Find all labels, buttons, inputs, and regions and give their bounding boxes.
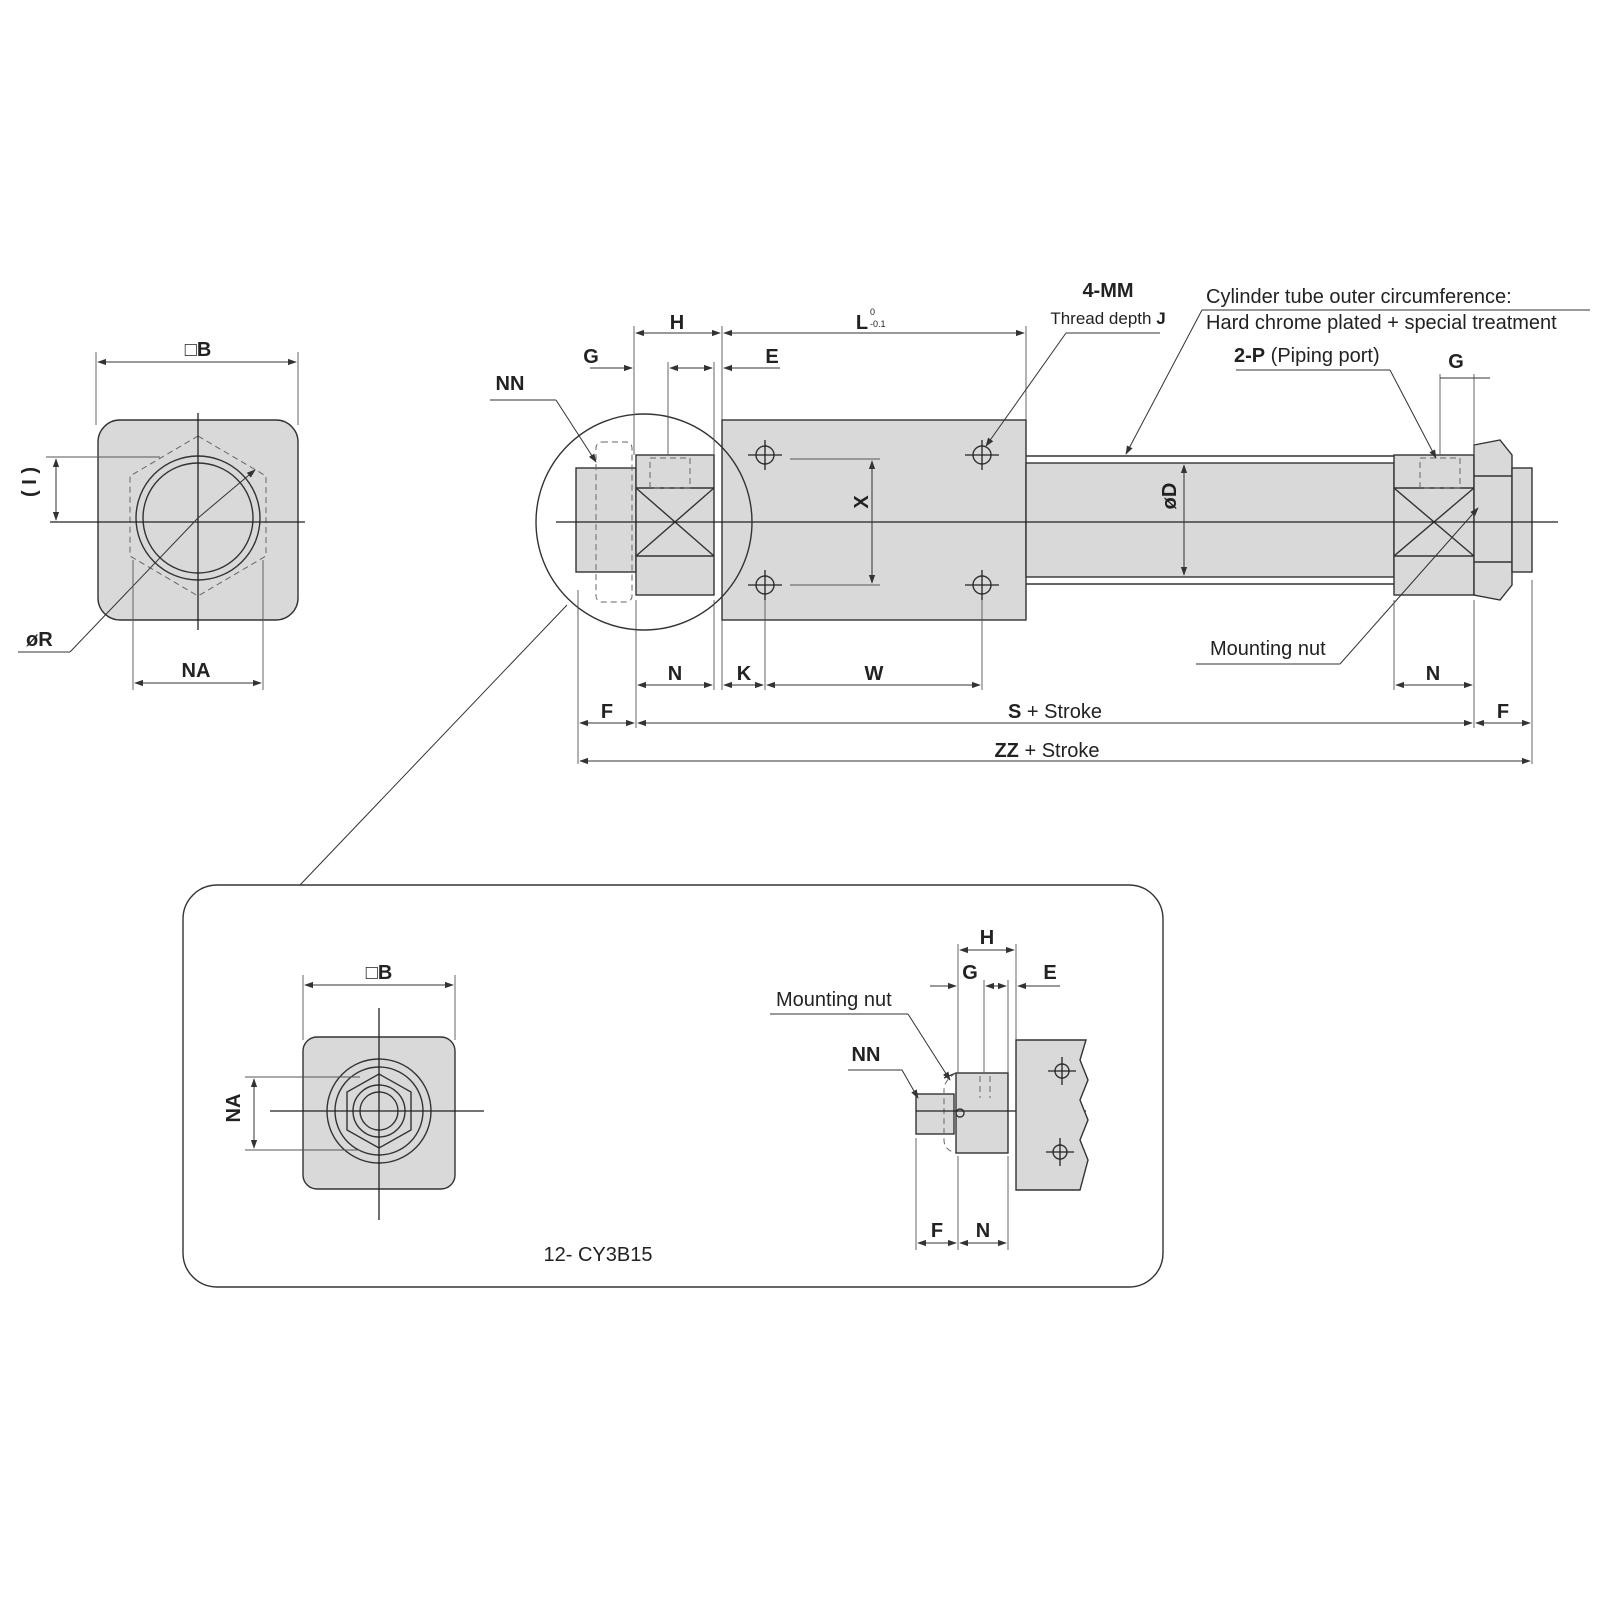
thread-depth-label: Thread depth J xyxy=(1050,309,1165,328)
tube-note-line-1: Cylinder tube outer circumference: xyxy=(1206,286,1512,308)
g-left-label: G xyxy=(583,346,599,368)
detail-h-label: H xyxy=(980,927,994,949)
l-label: L xyxy=(856,312,868,334)
l-tol-upper: 0 xyxy=(870,307,875,317)
zz-stroke-label: ZZ + Stroke xyxy=(994,740,1099,762)
end-view-na-label: NA xyxy=(182,660,211,682)
f-right-label: F xyxy=(1497,701,1509,723)
detail-e-label: E xyxy=(1043,962,1056,984)
detail-n-label: N xyxy=(976,1220,990,1242)
detail-model-label: 12- CY3B15 xyxy=(544,1244,653,1266)
phi-d-label: øD xyxy=(1159,483,1181,510)
end-view xyxy=(18,352,305,690)
detail-nn-label: NN xyxy=(852,1044,881,1066)
piping-port-label: 2-P (Piping port) xyxy=(1234,345,1380,367)
s-stroke-text: + Stroke xyxy=(1021,701,1102,723)
thread-depth-j: J xyxy=(1156,309,1165,328)
mm-label: 4-MM xyxy=(1082,280,1133,302)
s-stroke-label: S + Stroke xyxy=(1008,701,1102,723)
i-dim-label: ( I ) xyxy=(19,467,41,497)
piping-p: 2-P xyxy=(1234,345,1265,367)
n-left-label: N xyxy=(668,663,682,685)
x-label: X xyxy=(851,495,873,509)
s-letter: S xyxy=(1008,701,1021,723)
side-view xyxy=(299,309,1590,886)
zz-letter: ZZ xyxy=(994,740,1018,762)
detail-b-label: □B xyxy=(366,962,393,984)
detail-mounting-nut-label: Mounting nut xyxy=(776,989,892,1011)
k-label: K xyxy=(737,663,752,685)
detail-f-label: F xyxy=(931,1220,943,1242)
mounting-nut-label: Mounting nut xyxy=(1210,638,1326,660)
e-label: E xyxy=(765,346,778,368)
phi-r-label: øR xyxy=(26,629,53,651)
detail-g-label: G xyxy=(962,962,978,984)
end-view-b-label: □B xyxy=(185,339,212,361)
nn-label: NN xyxy=(496,373,525,395)
g-right-label: G xyxy=(1448,351,1464,373)
thread-depth-text: Thread depth xyxy=(1050,309,1156,328)
h-label: H xyxy=(670,312,684,334)
w-label: W xyxy=(865,663,884,685)
detail-panel xyxy=(182,884,1164,1288)
zz-stroke-text: + Stroke xyxy=(1019,740,1100,762)
detail-na-label: NA xyxy=(223,1094,245,1123)
f-left-label: F xyxy=(601,701,613,723)
tube-note-line-2: Hard chrome plated + special treatment xyxy=(1206,312,1557,334)
piping-port-text: (Piping port) xyxy=(1265,345,1380,367)
n-right-label: N xyxy=(1426,663,1440,685)
l-tol-lower: -0.1 xyxy=(870,319,886,329)
